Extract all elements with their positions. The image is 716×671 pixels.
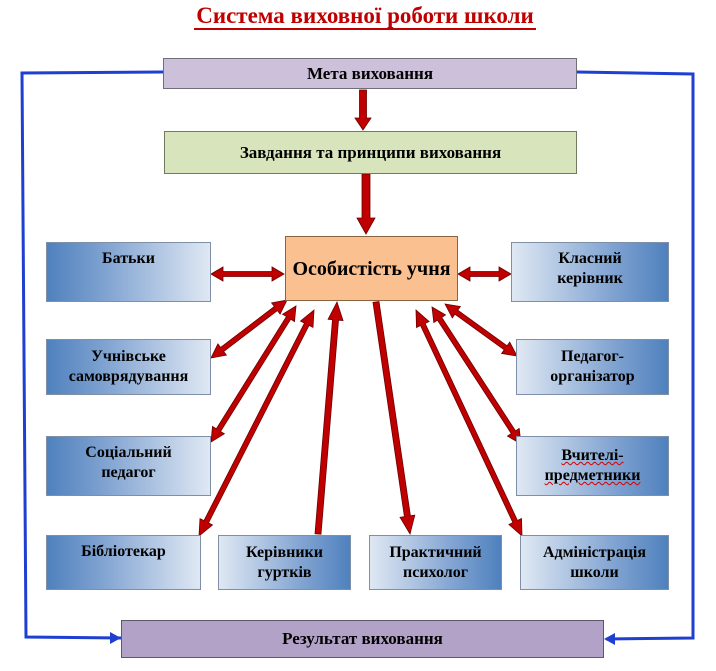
organizer-label: Педагог-організатор [550, 348, 635, 385]
arrow-personality-self-government [210, 299, 288, 359]
goal-box: Мета виховання [163, 58, 577, 89]
class-teacher-box: Класний керівник [511, 242, 669, 302]
tasks-box: Завдання та принципи виховання [164, 131, 577, 174]
organizer-box: Педагог-організатор [516, 339, 669, 395]
parents-box: Батьки [46, 242, 211, 302]
feedback-loop-right [576, 70, 695, 645]
subject-teachers-label: Вчителі-предметники [544, 447, 641, 484]
result-box: Результат виховання [121, 620, 604, 658]
arrow-personality-librarian [198, 309, 315, 537]
librarian-box: Бібліотекар [46, 535, 201, 590]
diagram-title: Система виховної роботи школи [194, 3, 536, 30]
social-pedagogue-box: Соціальний педагог [46, 436, 211, 496]
administration-label: Адміністрація школи [542, 543, 647, 581]
arrow-personality-to-psychologist [372, 301, 416, 536]
class-teacher-label: Класний керівник [557, 250, 623, 287]
subject-teachers-box: Вчителі-предметники [516, 436, 669, 496]
arrow-goal-to-tasks [354, 89, 372, 131]
arrows-layer [198, 89, 523, 537]
arrow-personality-social-pedagogue [210, 305, 297, 443]
arrow-club-leaders-to-personality [314, 300, 344, 535]
arrow-personality-class-teacher [457, 266, 512, 282]
club-leaders-box: Керівники гуртків [218, 535, 351, 590]
self-government-box: Учнівське самоврядування [46, 339, 211, 395]
psychologist-label: Практичний психолог [389, 543, 482, 581]
personality-box: Особистість учня [285, 236, 458, 301]
arrow-tasks-to-personality [356, 173, 376, 235]
feedback-loop-left [20, 70, 164, 644]
arrow-parents-personality [210, 266, 285, 282]
administration-box: Адміністрація школи [520, 535, 669, 590]
psychologist-box: Практичний психолог [369, 535, 502, 590]
social-pedagogue-label: Соціальний педагог [85, 444, 172, 481]
self-government-label: Учнівське самоврядування [68, 348, 189, 385]
club-leaders-label: Керівники гуртків [246, 543, 323, 581]
